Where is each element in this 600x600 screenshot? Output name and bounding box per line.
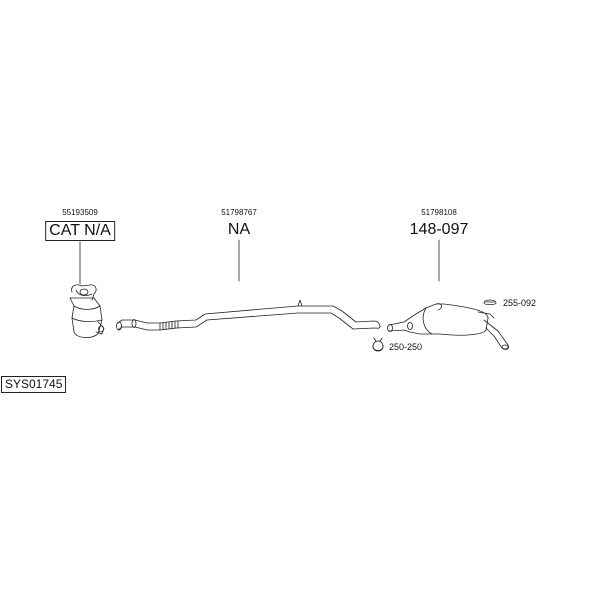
accessory-code-pipe-clamp[interactable]: 250-250 — [389, 342, 423, 352]
pipe-clamp-drawing — [372, 337, 384, 352]
rubber-mount-drawing — [483, 299, 497, 305]
rear-silencer-drawing — [387, 303, 509, 350]
accessory-code-rubber-mount[interactable]: 255-092 — [503, 298, 537, 308]
part-label-cat[interactable]: CAT N/A — [45, 221, 115, 241]
system-code-label: SYS01745 — [1, 376, 67, 393]
oe-number-rear-silencer: 51798108 — [421, 208, 457, 217]
catalytic-converter-drawing — [69, 284, 105, 338]
oe-number-cat: 55193509 — [62, 208, 98, 217]
middle-pipe-drawing — [116, 299, 381, 331]
oe-number-middle-pipe: 51798767 — [221, 208, 257, 217]
part-label-rear-silencer[interactable]: 148-097 — [409, 221, 469, 238]
part-label-middle-pipe[interactable]: NA — [227, 221, 251, 238]
